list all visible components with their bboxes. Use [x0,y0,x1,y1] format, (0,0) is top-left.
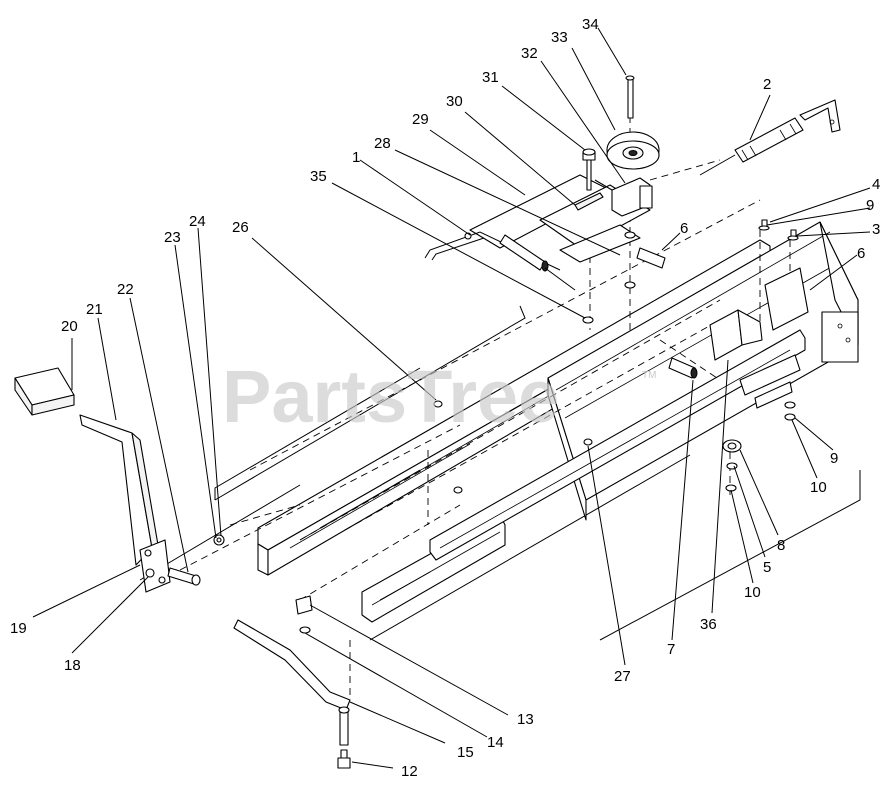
brake-rod [424,231,576,291]
callout-33: 33 [551,29,568,46]
callout-5: 5 [763,559,771,576]
callout-19: 19 [10,620,27,637]
hex-bolt [337,749,351,769]
callout-15: 15 [457,744,474,761]
washer-stack [722,439,742,492]
callout-29: 29 [412,111,429,128]
callout-8: 8 [777,537,785,554]
leader-lines [32,27,871,769]
right-hardware [758,219,809,421]
callout-1: 1 [352,149,360,166]
callout-labels: 34 33 32 31 30 29 28 1 35 2 4 9 3 6 6 26… [10,16,880,780]
callout-9-top: 9 [866,197,874,214]
callout-21: 21 [86,301,103,318]
callout-12: 12 [401,763,418,780]
callout-27: 27 [614,668,631,685]
callout-6-right: 6 [857,245,865,262]
callout-30: 30 [446,93,463,110]
watermark: PartsTree TM [222,355,656,438]
callout-6-center: 6 [680,220,688,237]
callout-28: 28 [374,135,391,152]
pedal-arm [79,414,159,566]
watermark-tm: TM [642,370,656,381]
callout-10-right: 10 [810,479,827,496]
callout-4: 4 [872,176,880,193]
callout-31: 31 [482,69,499,86]
callout-13: 13 [517,711,534,728]
pedal-pad [14,367,75,416]
callout-3: 3 [872,221,880,238]
lower-cross-channel [361,514,506,623]
callout-9-bottom: 9 [830,450,838,467]
callout-24: 24 [189,213,206,230]
carriage-bolt [582,148,596,191]
callout-34: 34 [582,16,599,33]
link-rod [233,595,351,746]
callout-7: 7 [667,641,675,658]
extension-spring [699,99,841,176]
callout-35: 35 [310,168,327,185]
pedal-hardware [213,534,225,546]
watermark-text: PartsTree [222,355,559,438]
center-rail [429,329,806,561]
small-hardware [433,231,636,494]
callout-36: 36 [700,616,717,633]
idler-bracket [709,309,801,409]
clevis-pin [167,567,201,586]
callout-18: 18 [64,657,81,674]
callout-22: 22 [117,281,134,298]
callout-20: 20 [61,318,78,335]
upper-bracket-assembly [469,174,653,263]
callout-32: 32 [521,45,538,62]
callout-26: 26 [232,219,249,236]
pivot-shaft [636,247,698,379]
callout-14: 14 [487,734,504,751]
idler-pulley [606,75,660,170]
right-frame-channel [547,221,859,521]
callout-2: 2 [763,76,771,93]
callout-10-left: 10 [744,584,761,601]
pedal-mount [139,539,171,593]
callout-23: 23 [164,229,181,246]
